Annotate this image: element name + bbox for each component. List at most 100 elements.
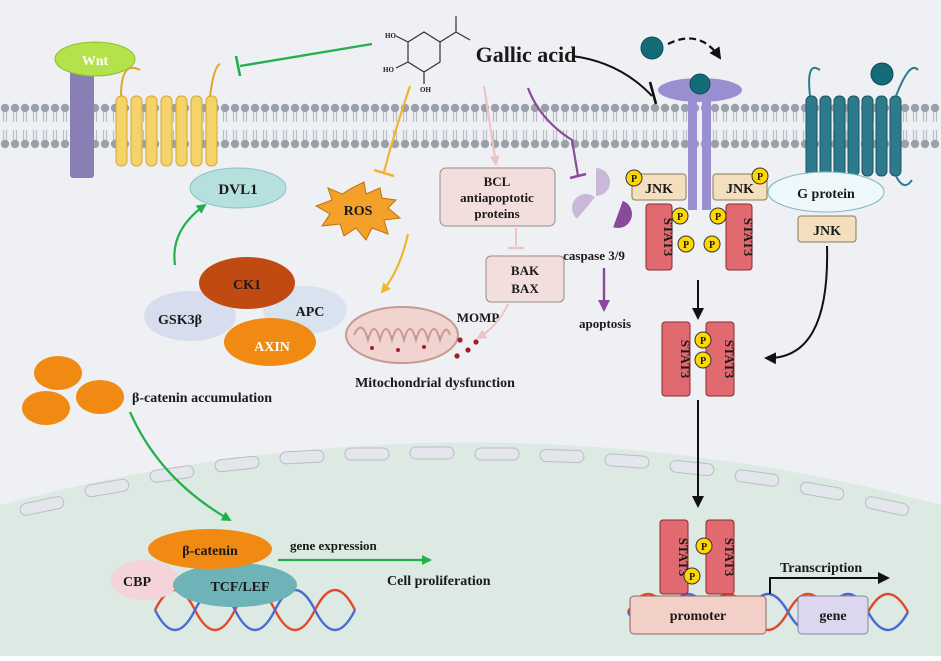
inhibit-wnt-bar [234,55,242,77]
stat3-left-upper [645,203,673,271]
stat3-nuclear-right [705,519,735,595]
inhibit-receptor-bar [648,81,658,105]
g-protein-node [767,171,885,213]
ligand-binding-arrow [667,37,722,60]
ligand-circle [640,36,664,60]
gene-node [797,595,869,635]
bcl-node [439,167,556,227]
gene-expression-label: gene expression [290,538,378,553]
transcription-label: Transcription [780,561,862,576]
jnk-left-node [631,173,687,201]
dvl1-node [189,167,287,209]
g-protein-label: G protein [797,187,855,202]
svg-text:P: P [631,174,637,185]
promoter-label: promoter [670,609,727,624]
arrow-complex-to-dvl1 [173,203,207,266]
caspase-label: caspase 3/9 [563,248,625,263]
caspase-shape-2 [572,194,595,219]
cbp-label: CBP [123,575,151,590]
svg-text:P: P [701,542,707,553]
svg-text:P: P [757,172,763,183]
momp-label: MOMP [457,310,500,325]
inhibit-receptor-line [571,55,653,97]
arrow-ga-to-bcl [482,85,500,166]
dvl1-label: DVL1 [218,182,257,198]
lrp-coreceptor [70,66,94,178]
stat3-dimer-right-label: STAT3 [722,340,737,379]
gsk3b-node [144,291,236,341]
inhibit-wnt-line [239,42,373,68]
tcf-lef-node [173,563,297,607]
phospho-group-upper: P P P P P P [625,167,769,253]
phospho-group-nuclear: P P [683,537,713,585]
svg-text:P: P [677,212,683,223]
beta-catenin-node [148,529,272,569]
transcription-arrow [769,572,890,594]
stat3-nuclear-left-label: STAT3 [676,538,691,577]
structure-oh-2: HO [383,66,394,74]
arrow-ros-to-mitochondria [380,233,410,294]
caspase-shape-3 [613,200,632,228]
axin-label: AXIN [254,340,290,355]
wnt-ligand [54,41,136,77]
gallic-acid-structure [395,16,471,84]
stat3-dimer-left-label: STAT3 [678,340,693,379]
axin-node [224,318,316,366]
stat3-right-upper [725,203,753,271]
inhibit-caspase-bar [569,172,587,180]
inhibit-caspase-line [526,87,580,177]
bcl-label-line3: proteins [474,206,519,221]
frizzled-receptor [115,63,221,167]
structure-oh-3: OH [420,86,431,94]
bak-bax-node [485,255,565,303]
arrow-bax-to-momp [476,303,509,340]
accumulation-label: β-catenin accumulation [132,391,272,406]
jnk-gpcr-node [797,215,857,243]
stat3-nuclear-left [659,519,689,595]
svg-text:P: P [715,212,721,223]
beta-catenin-label: β-catenin [182,544,238,559]
mito-dysfunction-label: Mitochondrial dysfunction [355,376,515,391]
ros-burst [314,181,402,241]
ros-label: ROS [344,204,373,219]
gallic-acid-label: Gallic acid [476,42,577,67]
gpcr-receptor [805,66,919,187]
structure-oh-1: HO [385,32,396,40]
bcl-label-line2: antiapoptotic [460,190,534,205]
cbp-node [111,560,179,600]
mitochondrion [345,306,479,364]
stat3-nuclear-right-label: STAT3 [722,538,737,577]
arrow-accumulation-to-nucleus [128,411,232,521]
bound-ligand-circle [689,73,711,95]
apoptosis-label: apoptosis [579,316,631,331]
bak-label: BAK [511,263,540,278]
jnk-gpcr-label: JNK [813,224,841,239]
tcf-lef-label: TCF/LEF [210,580,269,595]
arrow-jnk-to-stat3-dimer [764,245,829,365]
cell-proliferation-label: Cell proliferation [387,574,491,589]
caspase-shape-1 [596,168,610,196]
beta-catenin-cluster [22,356,124,425]
stat3-right-upper-label: STAT3 [741,218,756,257]
ck1-label: CK1 [233,278,261,293]
svg-text:P: P [709,240,715,251]
svg-text:P: P [683,240,689,251]
jnk-left-label: JNK [645,182,673,197]
wnt-label: Wnt [82,54,109,69]
svg-text:P: P [700,356,706,367]
jnk-right-label: JNK [726,182,754,197]
ck1-node [199,257,295,309]
inhibit-ros-line [382,85,412,173]
apc-label: APC [296,305,325,320]
bcl-label: BCL [484,174,511,189]
phospho-group-dimer: P P [694,331,712,369]
svg-text:P: P [689,572,695,583]
receptor-stalk-right [702,80,711,210]
gpcr-ligand-circle [870,62,894,86]
bax-label: BAX [511,281,539,296]
inhibit-ros-bar [373,168,395,178]
svg-text:P: P [700,336,706,347]
gsk3b-label: GSK3β [158,313,202,328]
